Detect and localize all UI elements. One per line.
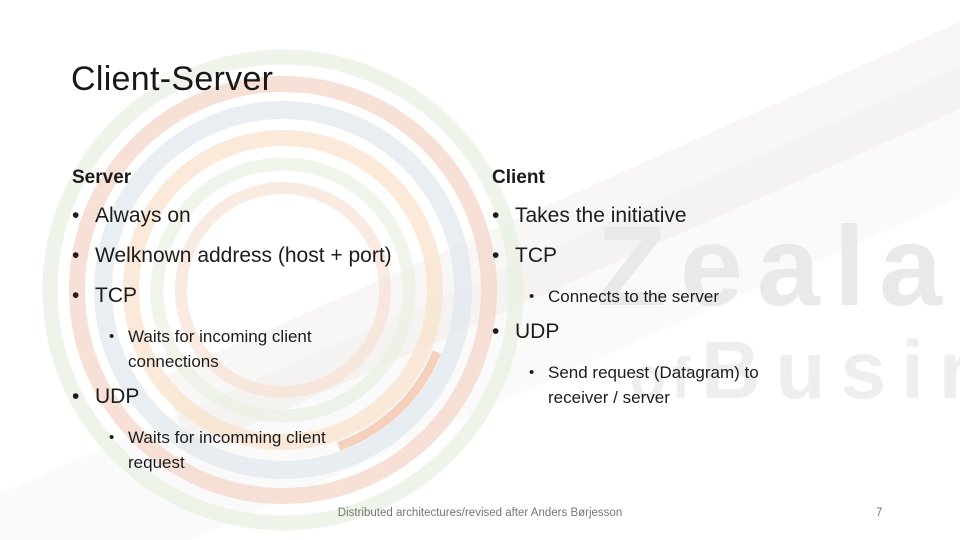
bullet-text: Waits for incoming client connections (128, 327, 312, 371)
server-bullet-list: • Always on • Welknown address (host + port… (72, 204, 486, 475)
bullet-text: Connects to the server (548, 287, 720, 306)
bullet-item: • Always on (72, 204, 486, 228)
slide-title: Client-Server (71, 60, 274, 98)
bullet-text: Takes the initiative (515, 204, 687, 227)
watermark-text-line1: Zeala (597, 203, 956, 329)
client-bullet-list: • Takes the initiative • TCP • Connects to th… (492, 204, 922, 410)
bullet-icon: • (492, 244, 500, 267)
bullet-text: TCP (95, 284, 137, 307)
bullet-icon: • (72, 284, 80, 307)
bullet-item: • UDP (492, 320, 922, 344)
bullet-item: • Takes the initiative (492, 204, 922, 228)
bullet-text: UDP (515, 320, 560, 343)
bullet-icon: • (529, 288, 535, 305)
client-column-header: Client (492, 167, 545, 188)
client-column: Client • Takes the initiative • TCP • Connect… (492, 167, 922, 421)
bullet-icon: • (72, 385, 80, 408)
footer-text: Distributed architectures/revised after … (337, 507, 623, 519)
bullet-item: • Send request (Datagram) to receiver / s… (529, 360, 922, 410)
bullet-icon: • (72, 244, 80, 267)
bullet-text: TCP (515, 244, 557, 267)
bullet-item: • TCP (492, 244, 922, 268)
bullet-item: • Waits for incoming client connections (109, 324, 486, 374)
watermark-text-line2: of Busin (630, 330, 960, 412)
bullet-icon: • (492, 204, 500, 227)
bullet-icon: • (109, 328, 115, 345)
watermark-word-busin: Busin (701, 325, 960, 416)
bullet-text: Waits for incomming client request (128, 428, 326, 472)
page-number: 7 (876, 507, 883, 519)
watermark-word-of: of (630, 346, 697, 411)
bullet-text: UDP (95, 385, 140, 408)
bullet-item: • TCP (72, 284, 486, 308)
bullet-item: • UDP (72, 385, 486, 409)
bullet-icon: • (109, 429, 115, 446)
bullet-item: • Welknown address (host + port) (72, 244, 486, 268)
bullet-item: • Connects to the server (529, 284, 922, 309)
bullet-text: Send request (Datagram) to receiver / se… (548, 363, 759, 407)
bullet-icon: • (72, 204, 80, 227)
bullet-text: Welknown address (host + port) (95, 244, 392, 267)
server-column-header: Server (72, 167, 132, 188)
bullet-icon: • (492, 320, 500, 343)
bullet-icon: • (529, 364, 535, 381)
bullet-item: • Waits for incomming client request (109, 425, 486, 475)
bullet-text: Always on (95, 204, 191, 227)
server-column: Server • Always on • Welknown address (host… (72, 167, 486, 486)
